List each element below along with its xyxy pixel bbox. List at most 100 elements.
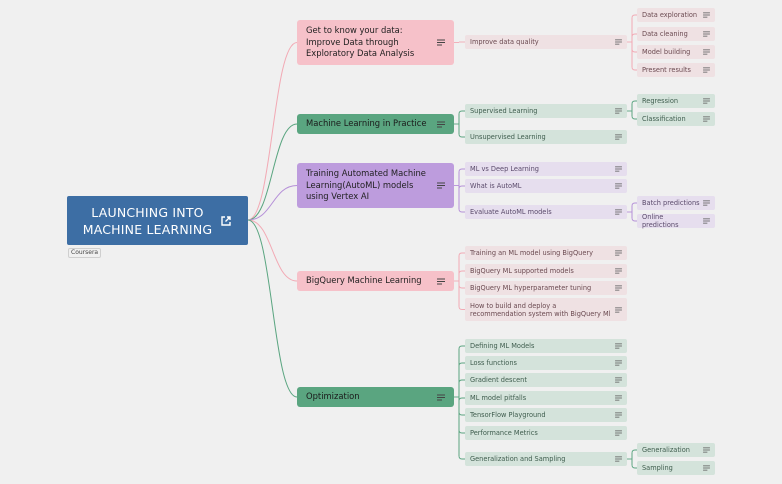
- subtopic-generalization-and-sampling-label: Generalization and Sampling: [470, 455, 566, 463]
- notes-icon[interactable]: [703, 465, 710, 471]
- detail-batch-predictions-label: Batch predictions: [642, 199, 700, 207]
- detail-sampling-label: Sampling: [642, 464, 673, 472]
- notes-icon[interactable]: [615, 134, 622, 140]
- notes-icon[interactable]: [615, 377, 622, 383]
- connector-line: [247, 185, 298, 221]
- connector-line: [631, 202, 637, 212]
- subtopic-training-an-ml-model-using-bigquery[interactable]: Training an ML model using BigQuery: [465, 246, 627, 260]
- subtopic-ml-model-pitfalls-label: ML model pitfalls: [470, 394, 527, 402]
- detail-data-exploration[interactable]: Data exploration: [637, 8, 715, 22]
- connector-line: [458, 397, 465, 403]
- notes-icon[interactable]: [703, 98, 710, 104]
- subtopic-what-is-automl-label: What is AutoML: [470, 182, 522, 190]
- notes-icon[interactable]: [703, 67, 710, 73]
- notes-icon[interactable]: [437, 394, 445, 401]
- connector-line: [631, 42, 637, 71]
- notes-icon[interactable]: [703, 12, 710, 18]
- notes-icon[interactable]: [703, 116, 710, 122]
- notes-icon[interactable]: [437, 278, 445, 285]
- subtopic-bigquery-ml-hyperparameter-tuning[interactable]: BigQuery ML hyperparameter tuning: [465, 281, 627, 295]
- notes-icon[interactable]: [703, 31, 710, 37]
- connector-line: [458, 270, 465, 282]
- connector-line: [458, 168, 465, 191]
- notes-icon[interactable]: [437, 121, 445, 128]
- notes-icon[interactable]: [615, 395, 622, 401]
- connector-line: [631, 100, 637, 110]
- subtopic-loss-functions[interactable]: Loss functions: [465, 356, 627, 370]
- subtopic-performance-metrics[interactable]: Performance Metrics: [465, 426, 627, 440]
- subtopic-what-is-automl[interactable]: What is AutoML: [465, 179, 627, 193]
- connector-line: [247, 219, 298, 282]
- notes-icon[interactable]: [615, 209, 622, 215]
- detail-sampling[interactable]: Sampling: [637, 461, 715, 475]
- notes-icon[interactable]: [615, 412, 622, 418]
- notes-icon[interactable]: [615, 183, 622, 189]
- connector-line: [631, 110, 637, 120]
- subtopic-how-to-build-and-deploy-a-recommendation-system-with-bigquery-ml[interactable]: How to build and deploy a recommendation…: [465, 298, 627, 321]
- detail-batch-predictions[interactable]: Batch predictions: [637, 196, 715, 210]
- detail-present-results[interactable]: Present results: [637, 63, 715, 77]
- topic-automl[interactable]: Training Automated Machine Learning(Auto…: [297, 163, 454, 208]
- connector-line: [631, 459, 637, 469]
- subtopic-generalization-and-sampling[interactable]: Generalization and Sampling: [465, 452, 627, 466]
- topic-bqml-label: BigQuery Machine Learning: [306, 275, 422, 286]
- subtopic-supervised-learning[interactable]: Supervised Learning: [465, 104, 627, 118]
- detail-online-predictions[interactable]: Online predictions: [637, 213, 715, 229]
- detail-data-cleaning[interactable]: Data cleaning: [637, 27, 715, 41]
- topic-automl-label: Training Automated Machine Learning(Auto…: [306, 168, 426, 202]
- connector-line: [247, 219, 298, 398]
- connector-line: [458, 110, 465, 124]
- subtopic-evaluate-automl-models[interactable]: Evaluate AutoML models: [465, 205, 627, 219]
- topic-eda[interactable]: Get to know your data: Improve Data thro…: [297, 20, 454, 65]
- notes-icon[interactable]: [615, 360, 622, 366]
- notes-icon[interactable]: [703, 200, 710, 206]
- subtopic-improve-data-quality[interactable]: Improve data quality: [465, 35, 627, 49]
- notes-icon[interactable]: [615, 166, 622, 172]
- connector-line: [247, 42, 298, 221]
- notes-icon[interactable]: [437, 39, 445, 46]
- notes-icon[interactable]: [703, 49, 710, 55]
- detail-model-building[interactable]: Model building: [637, 45, 715, 59]
- topic-eda-label: Get to know your data: Improve Data thro…: [306, 25, 415, 59]
- subtopic-unsupervised-learning[interactable]: Unsupervised Learning: [465, 130, 627, 144]
- notes-icon[interactable]: [615, 39, 622, 45]
- notes-icon[interactable]: [615, 456, 622, 462]
- notes-icon[interactable]: [703, 218, 710, 224]
- subtopic-defining-ml-models[interactable]: Defining ML Models: [465, 339, 627, 353]
- topic-bqml[interactable]: BigQuery Machine Learning: [297, 271, 454, 291]
- subtopic-bigquery-ml-supported-models[interactable]: BigQuery ML supported models: [465, 264, 627, 278]
- notes-icon[interactable]: [615, 250, 622, 256]
- subtopic-ml-vs-deep-learning[interactable]: ML vs Deep Learning: [465, 162, 627, 176]
- external-link-icon[interactable]: [220, 215, 232, 227]
- notes-icon[interactable]: [615, 108, 622, 114]
- subtopic-gradient-descent[interactable]: Gradient descent: [465, 373, 627, 387]
- connector-line: [458, 190, 465, 213]
- topic-mlp[interactable]: Machine Learning in Practice: [297, 114, 454, 134]
- notes-icon[interactable]: [615, 268, 622, 274]
- subtopic-supervised-learning-label: Supervised Learning: [470, 107, 538, 115]
- root-node[interactable]: LAUNCHING INTO MACHINE LEARNING: [67, 196, 248, 245]
- notes-icon[interactable]: [437, 182, 445, 189]
- detail-generalization-label: Generalization: [642, 446, 690, 454]
- subtopic-ml-model-pitfalls[interactable]: ML model pitfalls: [465, 391, 627, 405]
- subtopic-tensorflow-playground-label: TensorFlow Playground: [470, 411, 546, 419]
- connector-line: [631, 33, 637, 43]
- detail-data-cleaning-label: Data cleaning: [642, 30, 688, 38]
- subtopic-training-an-ml-model-using-bigquery-label: Training an ML model using BigQuery: [470, 249, 594, 257]
- topic-opt[interactable]: Optimization: [297, 387, 454, 407]
- detail-regression[interactable]: Regression: [637, 94, 715, 108]
- notes-icon[interactable]: [615, 306, 622, 313]
- subtopic-tensorflow-playground[interactable]: TensorFlow Playground: [465, 408, 627, 422]
- notes-icon[interactable]: [615, 430, 622, 436]
- notes-icon[interactable]: [615, 285, 622, 291]
- subtopic-defining-ml-models-label: Defining ML Models: [470, 342, 535, 350]
- connector-line: [458, 402, 465, 460]
- connector-line: [631, 14, 637, 43]
- notes-icon[interactable]: [703, 447, 710, 453]
- detail-generalization[interactable]: Generalization: [637, 443, 715, 457]
- notes-icon[interactable]: [615, 343, 622, 349]
- connector-line: [458, 379, 465, 403]
- detail-classification[interactable]: Classification: [637, 112, 715, 126]
